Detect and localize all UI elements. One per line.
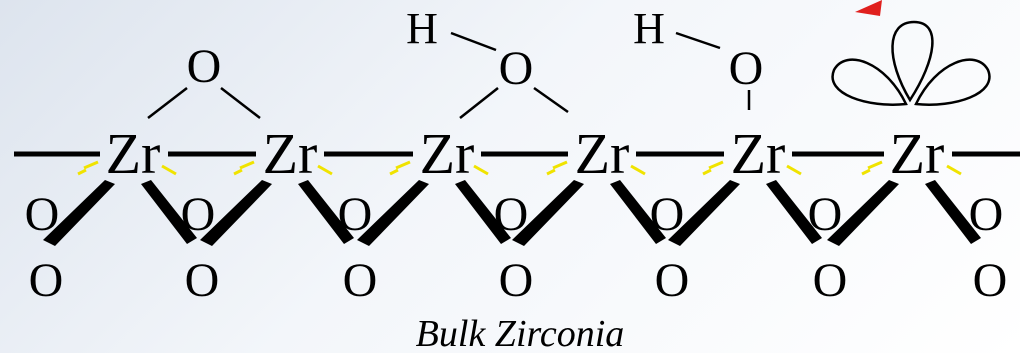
wedge-bonds — [43, 180, 981, 246]
oxygen-atom: O — [650, 188, 685, 241]
diagram-caption: Bulk Zirconia — [416, 313, 625, 353]
oxygen-atom: O — [973, 254, 1008, 307]
oxygen-atom: O — [655, 254, 690, 307]
oxygen-atom: O — [29, 254, 64, 307]
oxygen-atom: O — [808, 188, 843, 241]
hydroxyl-oxygen: O — [729, 42, 764, 95]
zirconium-atom: Zr — [731, 121, 786, 186]
dashed-bonds — [77, 160, 962, 176]
wedge-bond — [455, 180, 511, 244]
zirconium-atom: Zr — [263, 121, 318, 186]
wedge-bond — [141, 180, 197, 244]
lone-pair-orbital-icon — [831, 20, 991, 106]
oxygen-atom: O — [25, 188, 60, 241]
zirconium-atom: Zr — [420, 121, 475, 186]
zirconium-atom: Zr — [575, 121, 630, 186]
zirconium-atom: Zr — [106, 121, 161, 186]
oxygen-atom: O — [813, 254, 848, 307]
wedge-bond — [512, 180, 584, 246]
wedge-bond — [766, 180, 822, 244]
hydroxyl-oxygen: O — [499, 42, 534, 95]
hydrogen-atom: H — [633, 4, 665, 53]
wedge-bond — [925, 180, 981, 244]
wedge-bond — [43, 180, 115, 246]
arrow-icon — [855, 0, 882, 16]
wedge-bond — [298, 180, 354, 244]
wedge-bond — [827, 180, 899, 246]
zirconium-atom: Zr — [890, 121, 945, 186]
oxygen-atom: O — [185, 254, 220, 307]
oxygen-atom: O — [494, 188, 529, 241]
oxygen-atom: O — [969, 188, 1004, 241]
oxygen-atom: O — [338, 188, 373, 241]
bridging-oxygen: O — [187, 40, 222, 93]
oxygen-atom: O — [343, 254, 378, 307]
wedge-bond — [200, 180, 272, 246]
wedge-bond — [610, 180, 666, 244]
oxygen-atom: O — [499, 254, 534, 307]
wedge-bond — [357, 180, 429, 246]
hydrogen-atom: H — [406, 4, 438, 53]
oxygen-atom: O — [181, 188, 216, 241]
surface-bonds — [147, 31, 751, 119]
wedge-bond — [668, 180, 740, 246]
